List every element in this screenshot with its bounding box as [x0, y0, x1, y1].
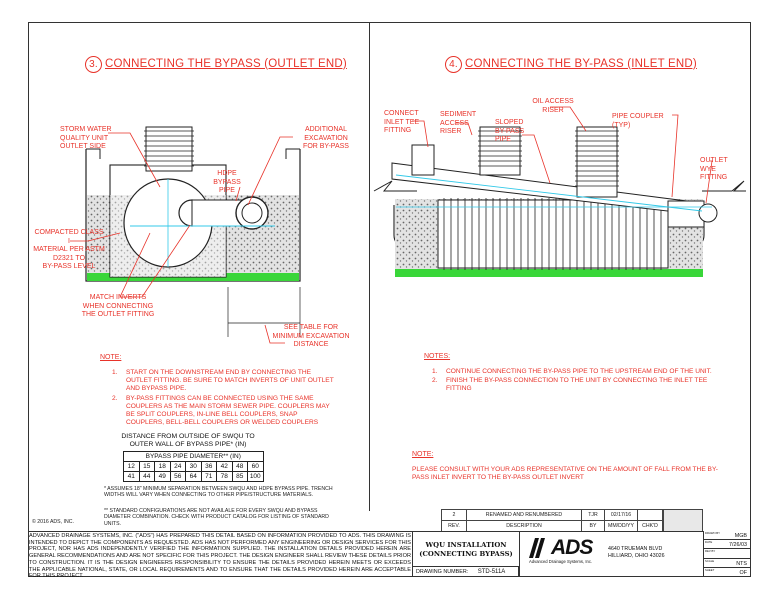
sheet-label: SHEET	[705, 567, 715, 572]
label-inlet-tee: CONNECT INLET TEE FITTING	[384, 110, 420, 134]
table-header-row: BYPASS PIPE DIAMETER** (IN)	[123, 451, 264, 462]
ads-logo: ADS Advanced Drainage Systems, Inc.	[529, 536, 609, 564]
date-label: DATE	[705, 540, 713, 545]
table-caption: DISTANCE FROM OUTSIDE OF SWQU TO OUTER W…	[121, 433, 255, 448]
ads-logo-text: ADS	[551, 536, 593, 559]
label-hdpe-bypass: HDPE BYPASS PIPE	[213, 170, 241, 194]
label-sediment-riser: SEDIMENT ACCESS RISER	[440, 111, 477, 135]
footnote-1: * ASSUMES 18" MINIMUM SEPARATION BETWEEN…	[104, 486, 333, 499]
drawn-by-label: DRAWN BY	[705, 531, 720, 535]
titleblock-title: WQU INSTALLATION (CONNECTING BYPASS)	[419, 541, 513, 558]
drawing-number: STD-511A	[477, 569, 506, 575]
titleblock-info: DRAWN BY MGB DATE 7/26/03 REV BY SCALE N…	[703, 531, 751, 577]
label-pipe-coupler: PIPE COUPLER (TYP)	[612, 113, 664, 129]
right-note-item: 2.FINISH THE BY-PASS CONNECTION TO THE U…	[432, 377, 708, 393]
label-storm-water: STORM WATER QUALITY UNIT OUTLET SIDE	[60, 126, 112, 150]
left-note-heading: NOTE:	[100, 354, 122, 361]
right-note-item: 1.CONTINUE CONNECTING THE BY-PASS PIPE T…	[432, 368, 712, 375]
right-title-number: 4.	[445, 56, 462, 73]
label-additional-excavation: ADDITIONAL EXCAVATION FOR BY-PASS	[303, 126, 349, 150]
left-title: 3.CONNECTING THE BYPASS (OUTLET END)	[85, 56, 347, 73]
footnote-2: ** STANDARD CONFIGURATIONS ARE NOT AVAIL…	[104, 508, 329, 527]
left-title-number: 3.	[85, 56, 102, 73]
drawing-frame	[28, 22, 751, 577]
right-note-heading: NOTES:	[424, 353, 451, 360]
drawing-number-label: DRAWING NUMBER:	[416, 569, 469, 575]
sheet-value: OF	[739, 569, 748, 576]
label-oil-access-riser: OIL ACCESS RISER	[532, 98, 574, 114]
rev-shaded	[663, 509, 703, 532]
label-sloped-pipe: SLOPED BY-PASS PIPE	[495, 119, 525, 143]
label-outlet-wye: OUTLET WYE FITTING	[700, 157, 728, 181]
ads-address: 4640 TRUEMAN BLVD HILLIARD, OHIO 43026	[608, 546, 665, 559]
ads-logo-slashes	[529, 538, 545, 558]
titleblock-frame	[413, 531, 703, 577]
bypass-inlet-diagram	[373, 106, 746, 277]
disclaimer-text: ADVANCED DRAINAGE SYSTEMS, INC. ("ADS") …	[29, 533, 411, 577]
drawn-by: MGB	[734, 533, 747, 539]
center-divider	[369, 22, 370, 511]
scale-value: NTS	[736, 560, 747, 567]
right-note2: PLEASE CONSULT WITH YOUR ADS REPRESENTAT…	[412, 466, 718, 482]
left-note-item: 2.BY-PASS FITTINGS CAN BE CONNECTED USIN…	[112, 394, 330, 427]
right-note2-heading: NOTE:	[412, 451, 434, 458]
disclaimer-border	[28, 531, 413, 577]
bypass-outlet-diagram	[70, 126, 301, 344]
left-note-item: 1.START ON THE DOWNSTREAM END BY CONNECT…	[112, 369, 334, 393]
date-value: 7/26/03	[729, 542, 747, 549]
left-notes: 1.START ON THE DOWNSTREAM END BY CONNECT…	[112, 369, 334, 428]
label-see-table: SEE TABLE FOR MINIMUM EXCAVATION DISTANC…	[272, 324, 350, 348]
rev-by-label: REV BY	[705, 549, 716, 554]
label-match-inverts: MATCH INVERTS WHEN CONNECTING THE OUTLET…	[81, 294, 155, 318]
right-title-text: CONNECTING THE BY-PASS (INLET END)	[465, 58, 697, 70]
left-title-text: CONNECTING THE BYPASS (OUTLET END)	[105, 58, 347, 70]
right-notes: 1.CONTINUE CONNECTING THE BY-PASS PIPE T…	[432, 368, 728, 395]
right-title: 4.CONNECTING THE BY-PASS (INLET END)	[445, 56, 697, 73]
titleblock-mid-divider	[519, 531, 520, 577]
drawing-number-row: DRAWING NUMBER: STD-511A	[413, 566, 519, 577]
copyright: © 2016 ADS, INC.	[32, 519, 74, 525]
ads-logo-subtitle: Advanced Drainage Systems, Inc.	[529, 559, 593, 564]
label-compacted: COMPACTED CLASS I MATERIAL PER ASTM D232…	[33, 229, 105, 270]
scale-label: SCALE	[705, 558, 715, 563]
